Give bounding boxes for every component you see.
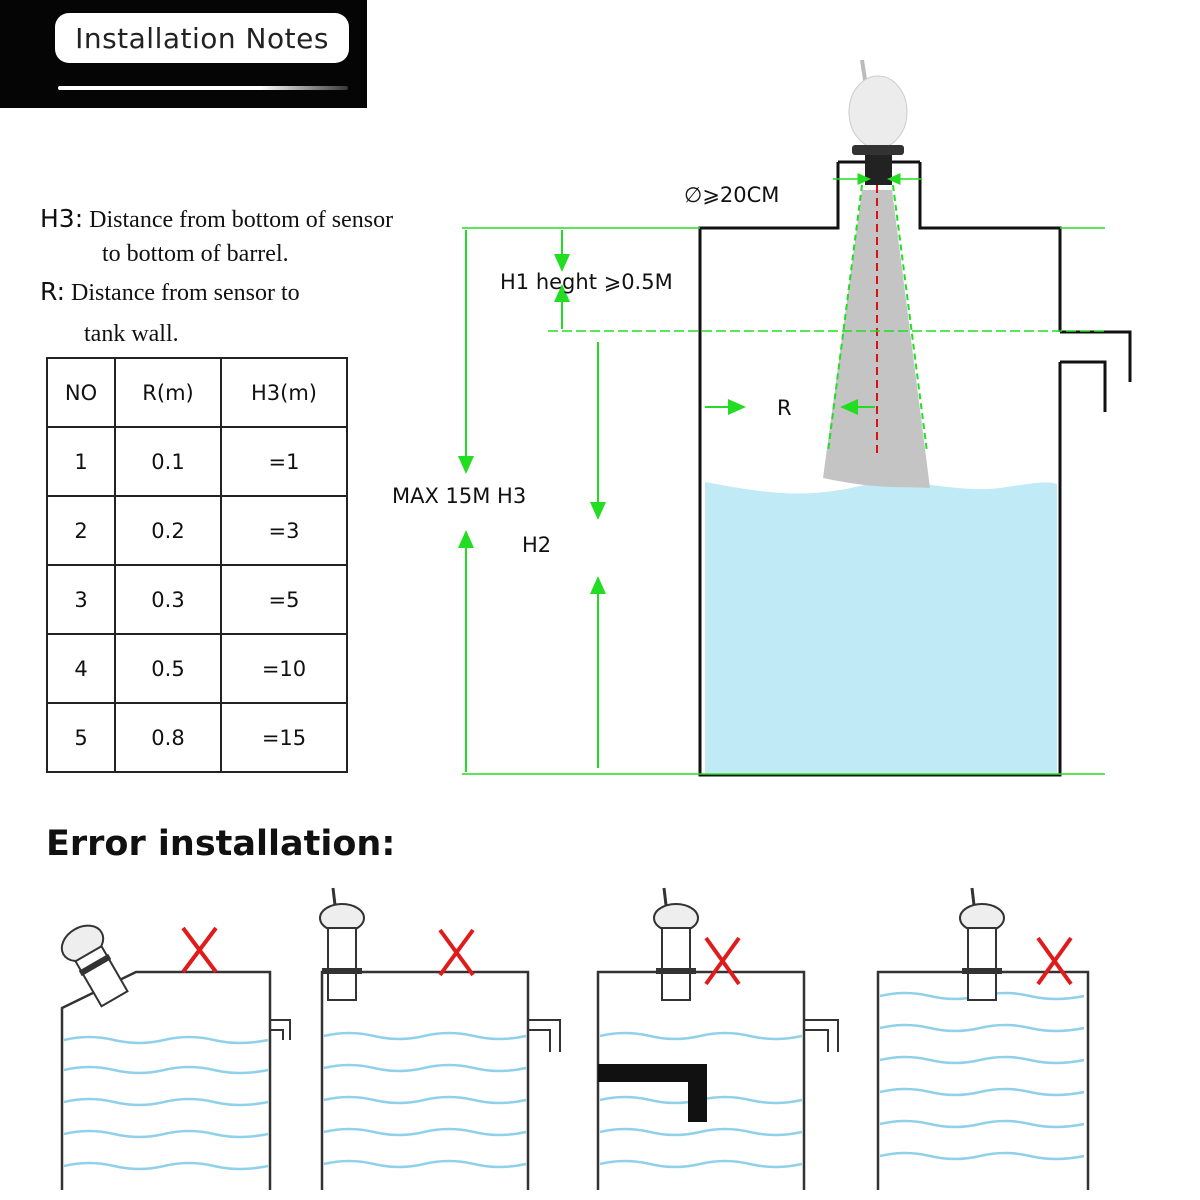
error-tank-full bbox=[876, 887, 1090, 1190]
header-h3: H3(m) bbox=[220, 357, 348, 428]
r-note-line1: R: Distance from sensor to bbox=[40, 277, 300, 307]
sensor-icon bbox=[653, 887, 699, 1001]
h3-note-line1: H3: Distance from bottom of sensor bbox=[40, 204, 393, 234]
sensor-icon bbox=[848, 59, 908, 185]
h3-tag: H3 bbox=[40, 204, 75, 233]
sensor-beam bbox=[823, 190, 930, 488]
cell-h3: =1 bbox=[220, 426, 348, 497]
cell-r: 0.5 bbox=[114, 633, 222, 704]
error-mark bbox=[181, 926, 218, 974]
cell-no: 5 bbox=[46, 702, 116, 773]
cell-no: 1 bbox=[46, 426, 116, 497]
cell-r: 0.1 bbox=[114, 426, 222, 497]
header-r: R(m) bbox=[114, 357, 222, 428]
banner-underline bbox=[58, 86, 348, 90]
cell-h3: =3 bbox=[220, 495, 348, 566]
beam-edge-right bbox=[892, 184, 928, 453]
h1-label: H1 heght ⩾0.5M bbox=[500, 270, 673, 294]
sensor-icon bbox=[959, 887, 1005, 1001]
error-mark bbox=[1036, 936, 1073, 986]
cell-h3: =10 bbox=[220, 633, 348, 704]
cell-r: 0.8 bbox=[114, 702, 222, 773]
diameter-label: ∅⩾20CM bbox=[684, 183, 779, 207]
tank-top-right bbox=[918, 162, 1062, 332]
overflow-pipe bbox=[1060, 330, 1132, 412]
cell-h3: =15 bbox=[220, 702, 348, 773]
error-tank-tilted bbox=[60, 924, 291, 1190]
error-mark bbox=[704, 936, 741, 986]
beam-edge-left bbox=[827, 184, 863, 453]
h2-label: H2 bbox=[522, 533, 551, 557]
h3-description-1: Distance from bottom of sensor bbox=[89, 207, 394, 233]
r-tag: R bbox=[40, 277, 57, 306]
cell-no: 3 bbox=[46, 564, 116, 635]
cell-no: 4 bbox=[46, 633, 116, 704]
cell-r: 0.2 bbox=[114, 495, 222, 566]
h3-description-2: to bottom of barrel. bbox=[102, 241, 289, 267]
cell-r: 0.3 bbox=[114, 564, 222, 635]
obstacle-pipe bbox=[598, 1064, 707, 1122]
cell-h3: =5 bbox=[220, 564, 348, 635]
banner: Installation Notes bbox=[0, 0, 367, 108]
cell-no: 2 bbox=[46, 495, 116, 566]
banner-title: Installation Notes bbox=[55, 13, 349, 63]
tilted-sensor-icon bbox=[60, 924, 129, 1008]
r-separator: : bbox=[56, 277, 66, 306]
sensor-icon bbox=[319, 887, 365, 1001]
error-installation-title: Error installation: bbox=[46, 824, 396, 864]
water bbox=[705, 482, 1057, 773]
header-no: NO bbox=[46, 357, 116, 428]
r-description-1: Distance from sensor to bbox=[71, 280, 300, 306]
h3-separator: : bbox=[74, 204, 84, 233]
error-mark bbox=[438, 928, 475, 977]
main-tank bbox=[698, 162, 1062, 777]
r-description-2: tank wall. bbox=[84, 321, 179, 347]
error-tank-obstacle bbox=[596, 887, 839, 1190]
table-header-row: NO R(m) H3(m) bbox=[46, 357, 348, 428]
error-tank-short-nozzle bbox=[319, 887, 561, 1190]
max-h3-label: MAX 15M H3 bbox=[392, 484, 526, 508]
r-label: R bbox=[777, 396, 792, 420]
